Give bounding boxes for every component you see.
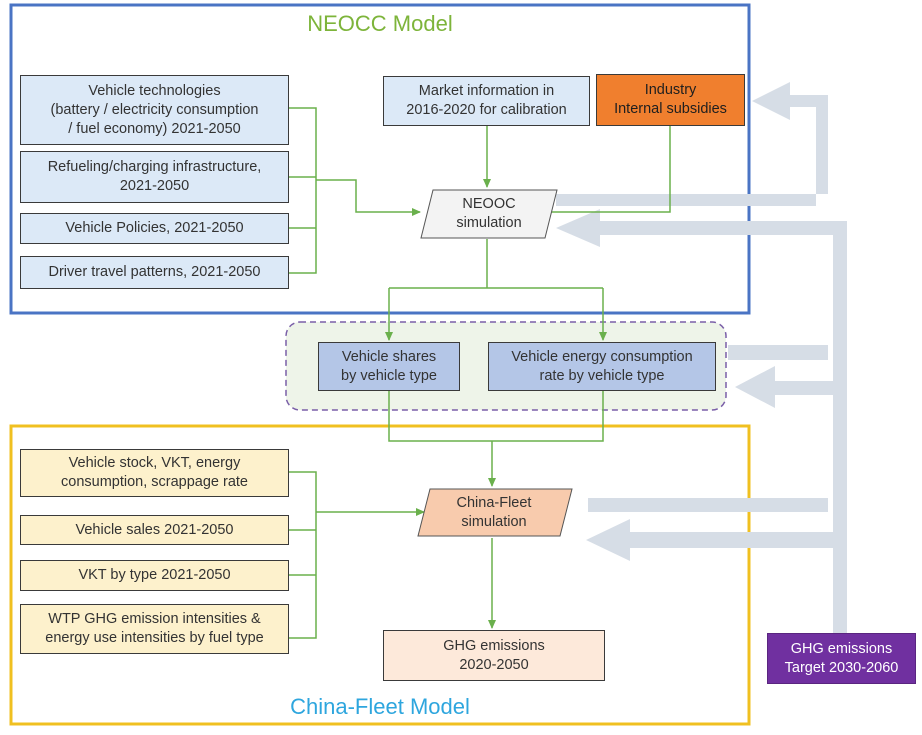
feedback-arrows (556, 82, 847, 640)
input-vehicle-stock: Vehicle stock, VKT, energy consumption, … (20, 449, 289, 497)
vehicle-shares-box: Vehicle shares by vehicle type (318, 342, 460, 391)
market-information-box: Market information in 2016-2020 for cali… (383, 76, 590, 126)
feedback-arrow-fleet (588, 498, 828, 512)
neocc-model-title: NEOCC Model (307, 11, 453, 36)
neocc-model-frame (9, 3, 751, 315)
neooc-simulation-label: NEOOC simulation (456, 196, 522, 231)
feedback-arrow-middle (728, 345, 828, 360)
china-fleet-simulation-label: China-Fleet simulation (456, 494, 532, 530)
input-driver-travel-patterns: Driver travel patterns, 2021-2050 (20, 256, 289, 289)
input-vehicle-technologies: Vehicle technologies (battery / electric… (20, 75, 289, 145)
china-fleet-model-title: China-Fleet Model (290, 694, 470, 719)
industry-subsidies-box: Industry Internal subsidies (596, 74, 745, 126)
input-vehicle-sales: Vehicle sales 2021-2050 (20, 515, 289, 545)
ghg-emissions-output: GHG emissions 2020-2050 (383, 630, 605, 681)
feedback-arrow-fleet-in (586, 519, 847, 640)
input-vehicle-policies: Vehicle Policies, 2021-2050 (20, 213, 289, 244)
input-refueling-infrastructure: Refueling/charging infrastructure, 2021-… (20, 151, 289, 203)
china-fleet-model-frame (9, 424, 751, 726)
ghg-target-box: GHG emissions Target 2030-2060 (767, 633, 916, 684)
connectors (289, 107, 671, 639)
neooc-simulation-shape (420, 189, 558, 239)
input-vkt-by-type: VKT by type 2021-2050 (20, 560, 289, 591)
input-wtp-intensities: WTP GHG emission intensities & energy us… (20, 604, 289, 654)
vehicle-energy-rate-box: Vehicle energy consumption rate by vehic… (488, 342, 716, 391)
china-fleet-simulation-shape (417, 488, 573, 537)
